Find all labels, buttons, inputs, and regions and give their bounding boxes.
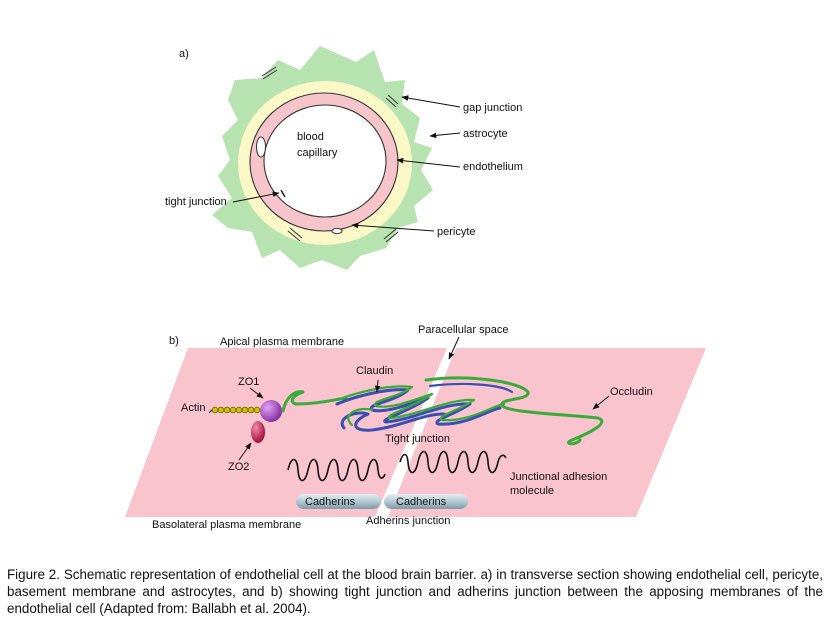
endothelium-label: endothelium	[463, 161, 523, 173]
jam-label-1: Junctional adhesion	[510, 471, 607, 483]
tight-junction-label-b: Tight junction	[385, 433, 450, 445]
panel-b-label: b)	[169, 335, 179, 347]
zo2-label: ZO2	[228, 461, 249, 473]
panel-a-callouts	[232, 95, 461, 232]
tight-junction-label-a: tight junction	[165, 196, 227, 208]
capillary-cross-section: blood capillary	[212, 46, 433, 270]
junctional-adhesion-molecules	[287, 450, 507, 482]
cadherin-left: Cadherins	[296, 494, 381, 509]
tight-junction-mark	[280, 189, 286, 198]
panel-a-label: a)	[179, 48, 189, 60]
endothelial-nucleus	[256, 136, 266, 158]
cadherins-right-label: Cadherins	[396, 496, 447, 508]
gap-junction-label: gap junction	[463, 102, 522, 114]
cadherins-left-label: Cadherins	[305, 496, 356, 508]
adherins-junction-label: Adherins junction	[366, 515, 450, 527]
tight-junction-proteins	[281, 376, 604, 446]
paracellular-space-label: Paracellular space	[418, 324, 509, 336]
actin-label: Actin	[181, 402, 205, 414]
occludin-label: Occludin	[610, 386, 653, 398]
right-membrane	[388, 348, 706, 517]
zo1-label: ZO1	[238, 376, 259, 388]
capillary-lumen	[263, 104, 387, 218]
figure-caption: Figure 2. Schematic representation of en…	[7, 567, 823, 616]
claudin-label: Claudin	[356, 365, 393, 377]
occludin-right-strand	[424, 376, 604, 446]
lumen-label-1: blood	[297, 131, 324, 143]
astrocyte-label: astrocyte	[463, 128, 508, 140]
jam-label-2: molecule	[510, 485, 554, 497]
occludin-right-inner	[428, 382, 514, 394]
occludin-left-strand	[281, 390, 348, 413]
actin-filament	[211, 406, 267, 414]
panel-b-callouts	[208, 336, 610, 461]
zo1-protein	[260, 400, 282, 422]
pericyte-nucleus	[331, 227, 343, 235]
cadherin-right: Cadherins	[384, 494, 468, 509]
lumen-label-2: capillary	[297, 147, 338, 159]
zo2-protein	[251, 421, 265, 443]
pericyte-label: pericyte	[437, 226, 476, 238]
apical-membrane-label: Apical plasma membrane	[220, 336, 344, 348]
basolateral-membrane-label: Basolateral plasma membrane	[152, 519, 301, 531]
claudin-loops-green	[335, 385, 506, 427]
gap-junction-marks	[261, 66, 399, 243]
